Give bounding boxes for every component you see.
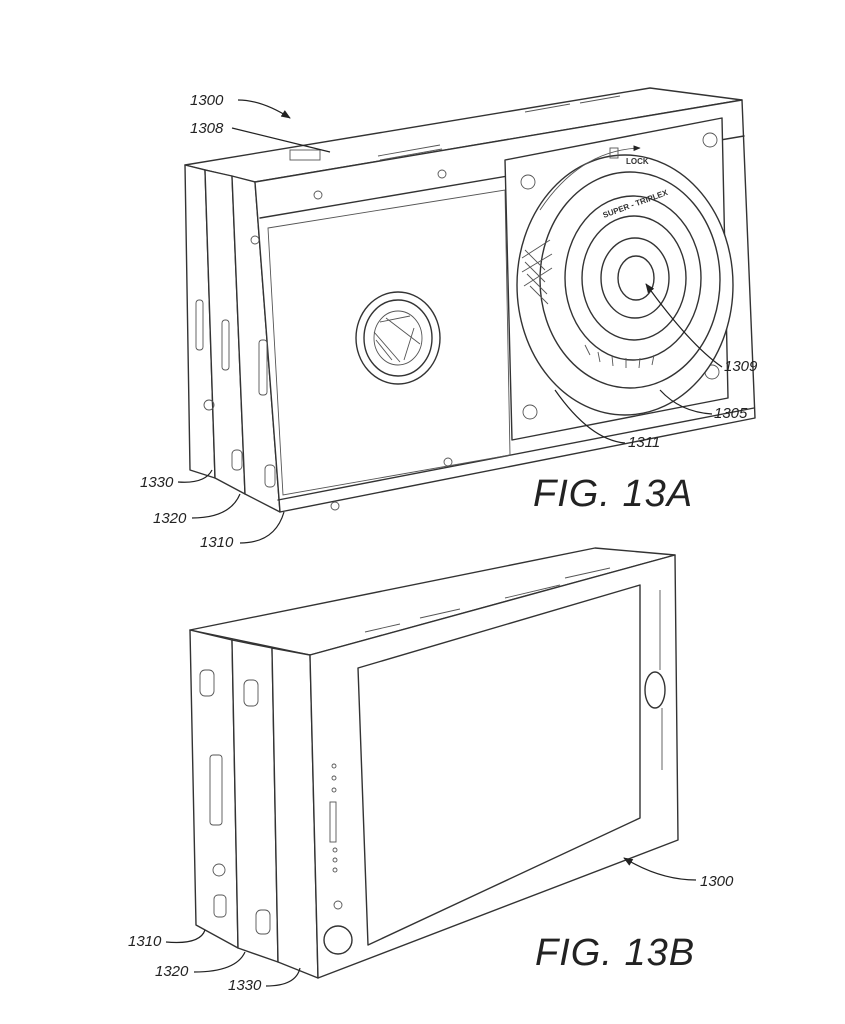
mount-screw-tr — [702, 132, 718, 148]
side-latch-1320-b — [243, 679, 259, 707]
ref-1310-b: 1310 — [128, 933, 162, 950]
device-front-face — [309, 554, 679, 979]
screw-1 — [313, 190, 323, 200]
top-switch-1308 — [289, 149, 321, 161]
ref-1309-a: 1309 — [724, 358, 758, 375]
mount-screw-tl — [520, 174, 536, 190]
display-screen — [357, 584, 641, 946]
front-indicator-dots — [329, 763, 338, 873]
side-jack-1330 — [203, 399, 215, 411]
side-button-1320 — [231, 449, 243, 471]
iris-mechanism — [355, 291, 441, 385]
side-latch-1310-b — [199, 669, 215, 697]
figure-13a: LOCK SUPER - TRIPLEX 1300 1308 1309 1305… — [140, 87, 758, 551]
mount-screw-bl — [522, 404, 538, 420]
ref-1300-b: 1300 — [700, 873, 734, 890]
side-jack-1310-b — [212, 863, 226, 877]
home-button — [323, 925, 353, 955]
ref-1320-a: 1320 — [153, 510, 187, 527]
fig-13a-caption: FIG. 13A — [533, 473, 693, 515]
front-bottom-rail — [277, 407, 755, 501]
side-dial — [644, 671, 666, 709]
lens-lock-label: LOCK — [626, 157, 649, 166]
side-port-1310-b — [209, 754, 223, 826]
side-port-1320 — [221, 319, 230, 371]
ref-1330-b: 1330 — [228, 977, 262, 994]
left-front-plate — [267, 189, 511, 496]
ref-1305-a: 1305 — [714, 405, 748, 422]
screw-2 — [437, 169, 447, 179]
lens-assembly — [516, 145, 734, 416]
ref-1300-a: 1300 — [190, 92, 224, 109]
side-button-1320-b — [255, 909, 271, 935]
ref-1311-a: 1311 — [628, 434, 660, 451]
side-port-1310 — [258, 339, 268, 396]
screw-3 — [250, 235, 260, 245]
screw-5 — [330, 501, 340, 511]
ref-1330-a: 1330 — [140, 474, 174, 491]
screw-4 — [443, 457, 453, 467]
side-button-1310 — [264, 464, 276, 488]
ref-1310-a: 1310 — [200, 534, 234, 551]
front-sensor — [333, 900, 343, 910]
ref-1308-a: 1308 — [190, 120, 224, 137]
figure-13b: 1300 1310 1320 1330 FIG. 13B — [128, 547, 734, 994]
fig-13b-caption: FIG. 13B — [535, 932, 695, 974]
ref-1320-b: 1320 — [155, 963, 189, 980]
side-button-1310-b — [213, 894, 227, 918]
module-1320-side-b — [231, 639, 279, 963]
side-port-1330 — [195, 299, 204, 351]
